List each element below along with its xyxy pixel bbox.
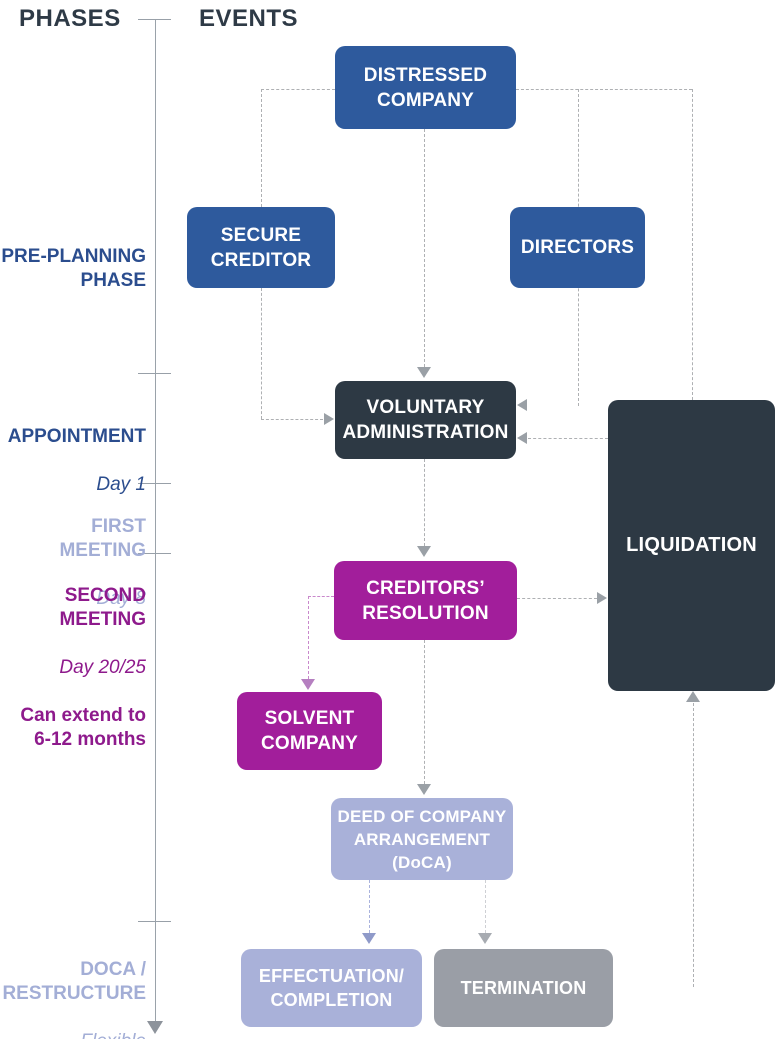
- phase-title: SECOND MEETING: [59, 585, 146, 630]
- phase-subtitle: Day 20/25: [59, 657, 146, 678]
- arrow-into-va-left-icon: [324, 413, 334, 425]
- arrow-into-effectuation-icon: [362, 933, 376, 944]
- arrow-into-solvent-icon: [301, 679, 315, 690]
- connector-creditors-to-doca: [424, 640, 425, 784]
- box-creditors-resolution: CREDITORS’ RESOLUTION: [334, 561, 517, 640]
- connector-termination-to-liquidation: [693, 703, 694, 987]
- phase-title: FIRST MEETING: [59, 516, 146, 561]
- connector-liquidation-to-va-h: [528, 438, 608, 439]
- connector-to-liquidation-top-v: [692, 89, 693, 400]
- timeline-tick-second-meeting: [138, 553, 171, 554]
- phase-note: Can extend to 6-12 months: [20, 705, 146, 750]
- connector-doca-to-effectuation: [369, 880, 370, 933]
- timeline-tick-first-meeting: [138, 483, 171, 484]
- arrow-into-va-top-icon: [417, 367, 431, 378]
- box-doca: DEED OF COMPANY ARRANGEMENT (DoCA): [331, 798, 513, 880]
- phase-label-appointment: APPOINTMENT Day 1: [0, 401, 146, 521]
- arrow-into-liquidation-bottom-icon: [686, 691, 700, 702]
- timeline-tick-doca: [138, 921, 171, 922]
- box-solvent-company: SOLVENT COMPANY: [237, 692, 382, 770]
- box-liquidation: LIQUIDATION: [608, 400, 775, 691]
- connector-distressed-to-va: [424, 129, 425, 367]
- events-header: EVENTS: [199, 5, 299, 32]
- box-secure-creditor: SECURE CREDITOR: [187, 207, 335, 288]
- timeline-tick-start: [138, 19, 171, 20]
- phase-label-first-meeting: FIRST MEETING Day 8: [0, 491, 146, 635]
- phase-label-second-meeting: SECOND MEETING Day 20/25 Can extend to 6…: [0, 560, 146, 776]
- connector-distressed-to-secure-h: [261, 89, 335, 90]
- connector-doca-to-termination: [485, 880, 486, 933]
- timeline-arrow-icon: [147, 1021, 163, 1034]
- arrow-into-doca-icon: [417, 784, 431, 795]
- phase-subtitle: Flexible months/years: [0, 1030, 146, 1039]
- phase-subtitle: Day 1: [96, 474, 146, 495]
- phase-title: PRE-PLANNING PHASE: [1, 246, 146, 291]
- connector-va-to-creditors: [424, 459, 425, 546]
- connector-creditors-to-solvent-v: [308, 596, 309, 679]
- arrow-into-creditors-icon: [417, 546, 431, 557]
- phase-subtitle: Day 8: [96, 588, 146, 609]
- arrow-into-va-right-lower-icon: [517, 432, 527, 444]
- connector-distressed-to-secure-v: [261, 89, 262, 207]
- phases-header: PHASES: [19, 5, 121, 32]
- box-effectuation-completion: EFFECTUATION/ COMPLETION: [241, 949, 422, 1027]
- timeline-line: [155, 19, 156, 1022]
- connector-secure-to-va-h: [261, 419, 323, 420]
- box-termination: TERMINATION: [434, 949, 613, 1027]
- timeline-tick-appointment: [138, 373, 171, 374]
- arrow-into-termination-icon: [478, 933, 492, 944]
- arrow-into-liquidation-left-icon: [597, 592, 607, 604]
- box-distressed-company: DISTRESSED COMPANY: [335, 46, 516, 129]
- box-directors: DIRECTORS: [510, 207, 645, 288]
- connector-creditors-to-solvent-h: [308, 596, 334, 597]
- connector-distressed-right-h: [516, 89, 692, 90]
- phase-title: APPOINTMENT: [7, 426, 146, 447]
- phase-label-doca-restructure: DOCA / RESTRUCTURE Flexible months/years: [0, 934, 146, 1039]
- connector-creditors-to-liquidation-h: [517, 598, 597, 599]
- arrow-into-va-right-upper-icon: [517, 399, 527, 411]
- box-voluntary-administration: VOLUNTARY ADMINISTRATION: [335, 381, 516, 459]
- connector-secure-to-va-v: [261, 288, 262, 419]
- phase-label-pre-planning: PRE-PLANNING PHASE: [0, 221, 146, 317]
- phase-title: DOCA / RESTRUCTURE: [2, 959, 146, 1004]
